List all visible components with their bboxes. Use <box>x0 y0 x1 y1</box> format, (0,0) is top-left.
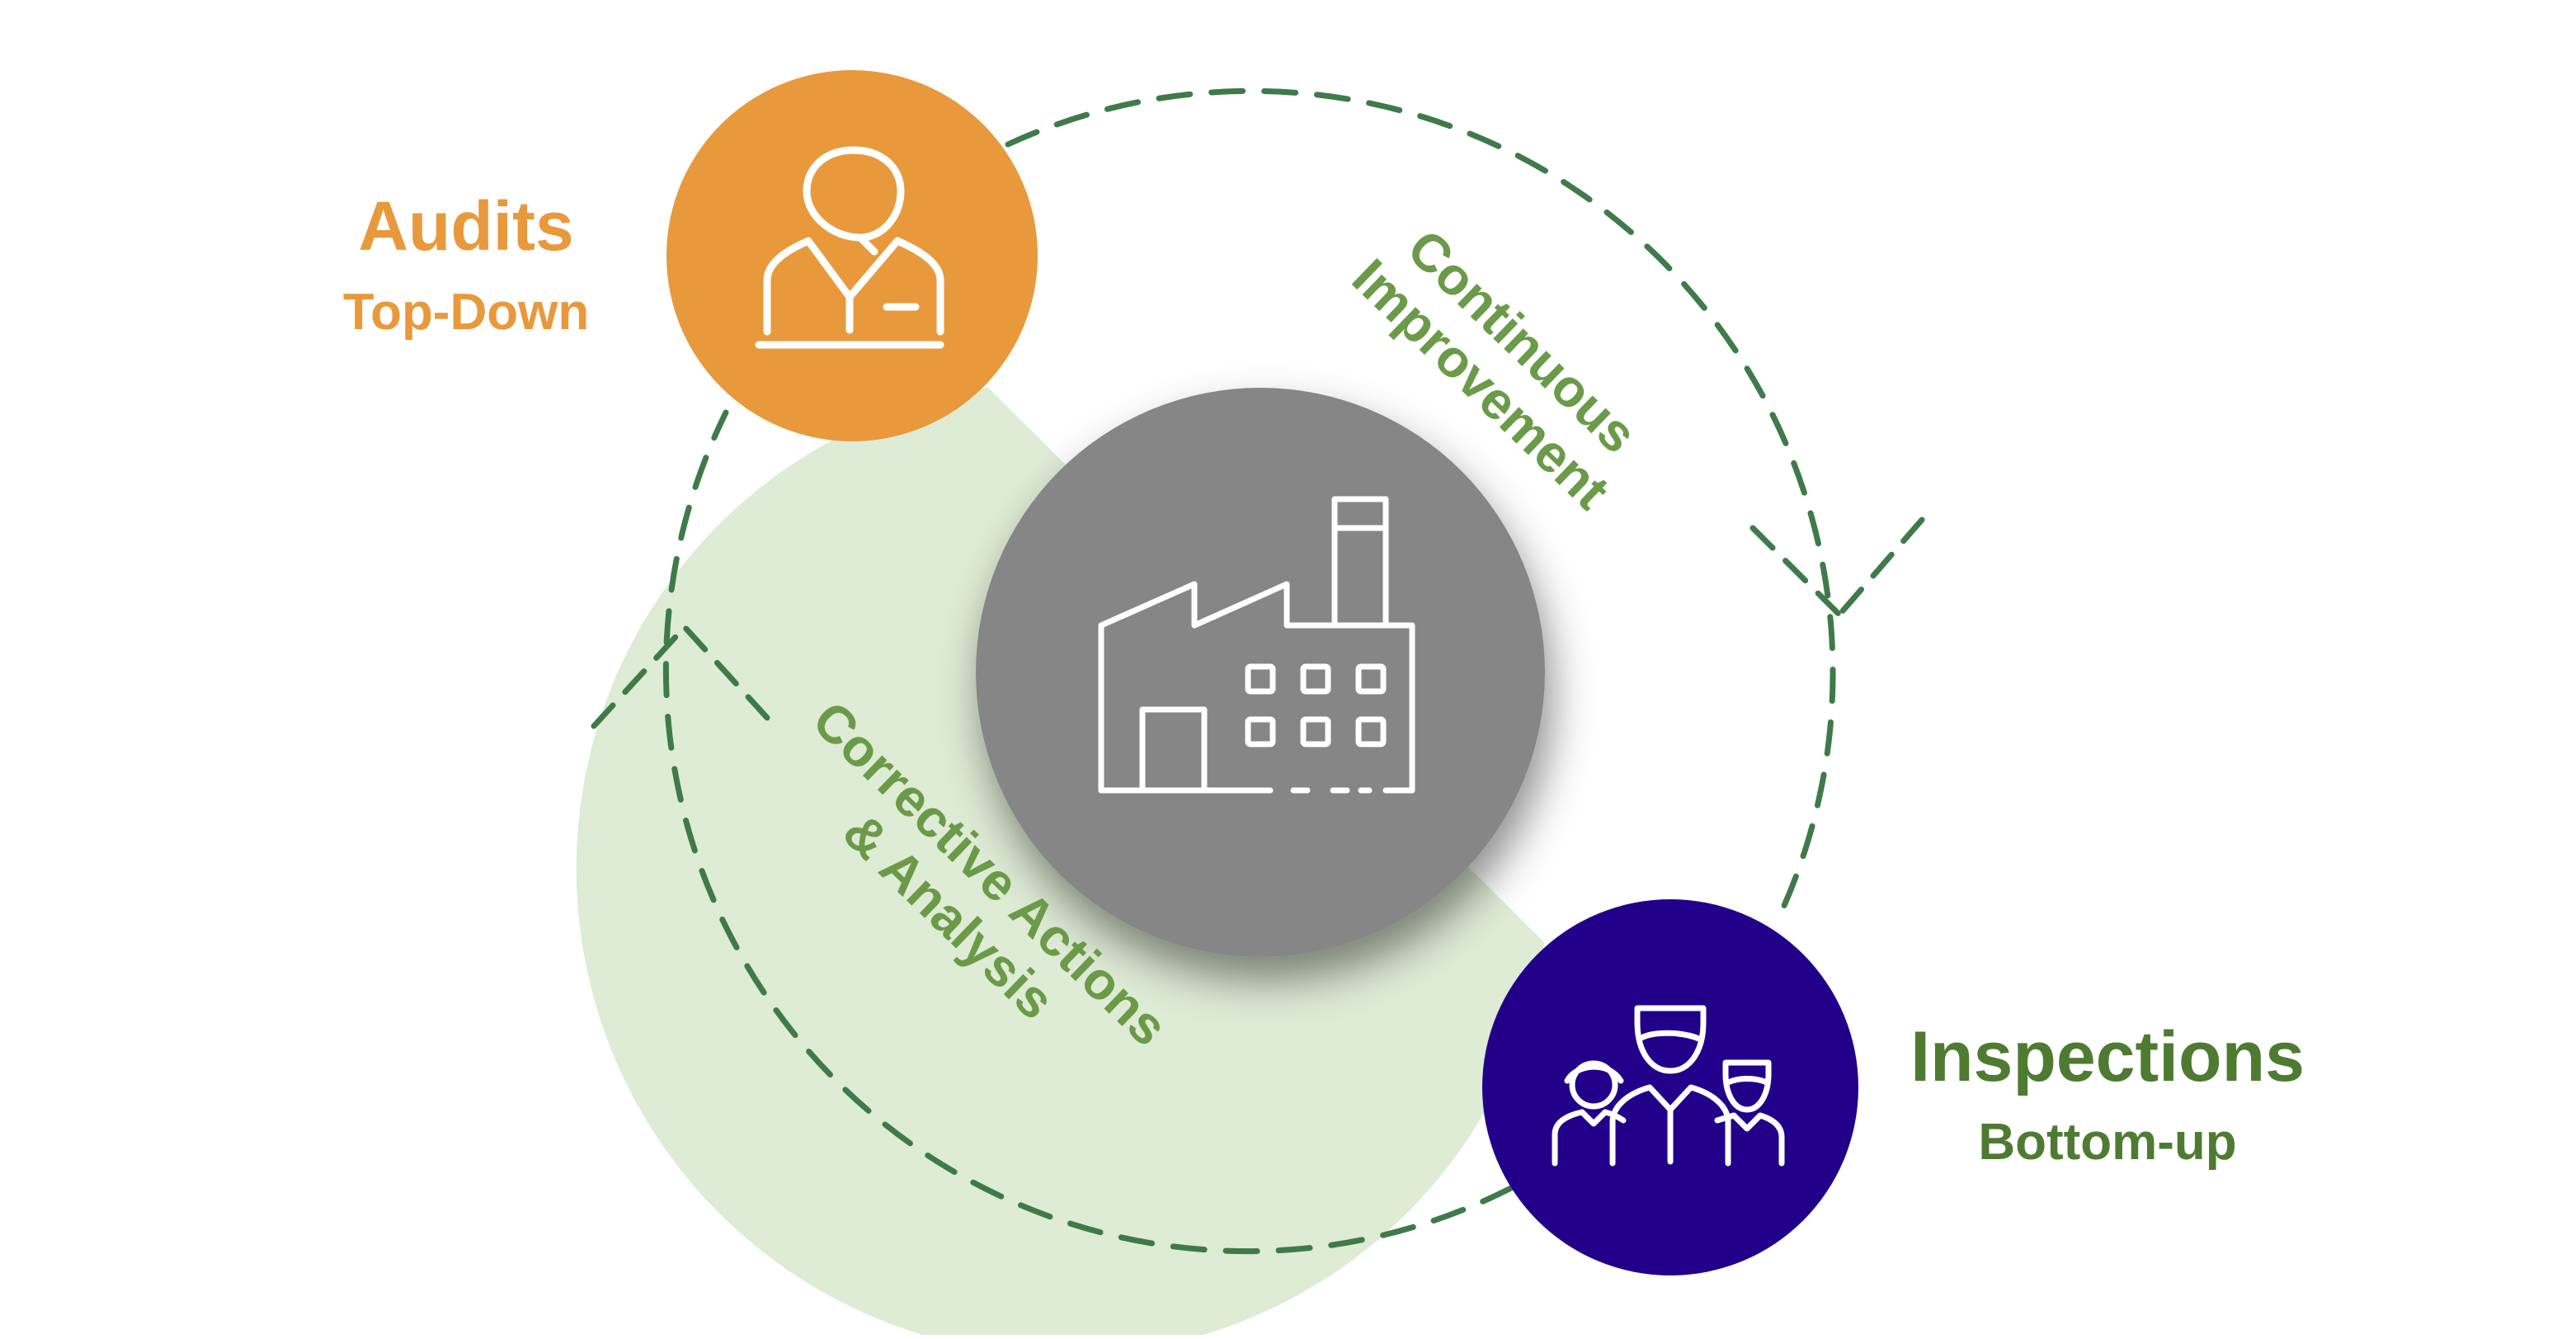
corrective-actions-arrow <box>662 409 1514 1255</box>
arrowhead-right-icon <box>1750 516 1925 618</box>
inspections-subtitle: Bottom-up <box>1978 1114 2237 1171</box>
inspections-circle <box>1482 899 1858 1275</box>
factory-icon <box>1098 496 1415 794</box>
audits-circle <box>666 70 1038 441</box>
team-people-icon <box>1552 1005 1785 1167</box>
audits-subtitle: Top-Down <box>342 284 590 341</box>
inspections-title: Inspections <box>1910 1017 2305 1096</box>
center-factory-circle <box>976 388 1545 957</box>
audits-title: Audits <box>358 187 574 265</box>
continuous-improvement-arrow <box>1005 87 1836 911</box>
person-at-desk-icon <box>755 146 944 349</box>
arrowhead-left-icon <box>591 624 770 729</box>
